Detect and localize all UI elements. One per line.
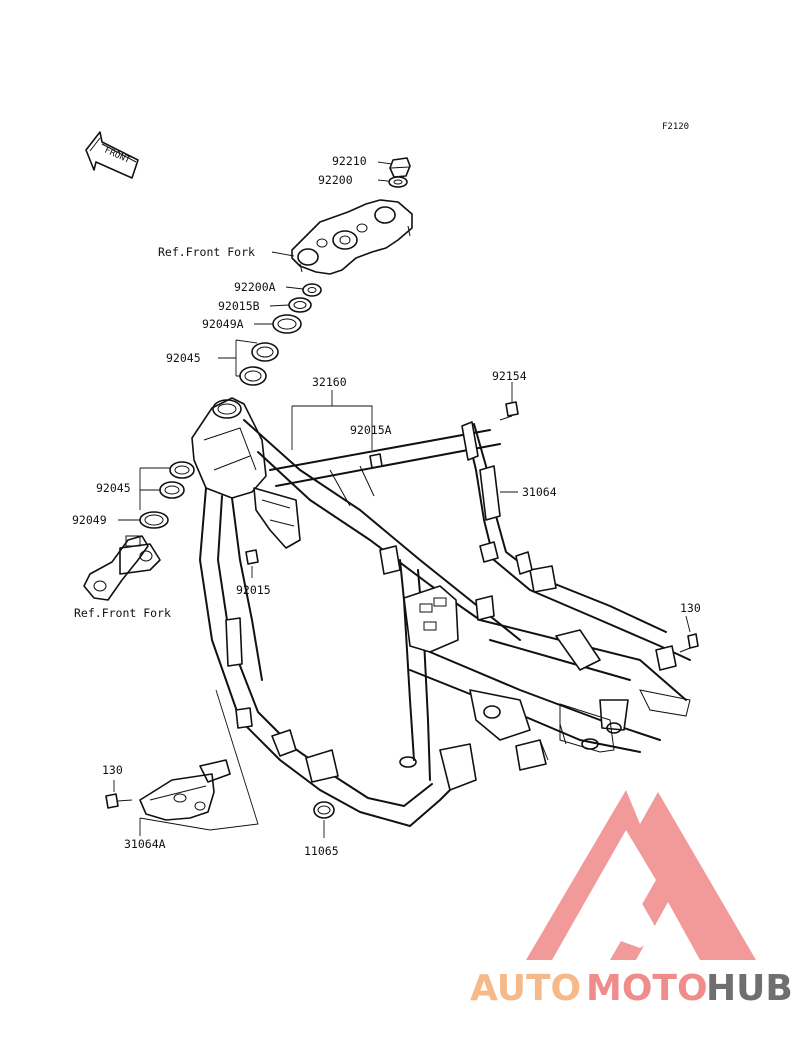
part-label-92049: 92049 (72, 513, 107, 527)
part-label-92200A: 92200A (234, 280, 276, 294)
washer-part[interactable] (388, 176, 408, 188)
part-labels: 92210 92200 Ref.Front Fork 92200A 92015B… (72, 154, 701, 858)
watermark-logo: AUTO MOTO HUB (470, 790, 793, 1009)
nut-92015A-part[interactable] (369, 453, 383, 469)
front-arrow-label: FRONT (103, 146, 132, 166)
bearing-upper-part[interactable] (239, 342, 279, 386)
grommet-part[interactable] (313, 801, 335, 819)
part-label-92045-upper: 92045 (166, 351, 201, 365)
rear-subframe-part[interactable] (461, 421, 691, 753)
nut-92015B-part[interactable] (288, 297, 312, 313)
part-label-11065: 11065 (304, 844, 339, 858)
part-label-ref-front-fork-upper: Ref.Front Fork (158, 245, 255, 259)
front-arrow-icon: FRONT (85, 131, 139, 179)
bearing-lower-part[interactable] (159, 461, 195, 499)
bolt-130-left-part[interactable] (105, 793, 133, 809)
watermark-word-auto: AUTO (470, 968, 581, 1009)
bolt-92154-part[interactable] (499, 401, 519, 421)
bolt-130-right-part[interactable] (679, 633, 699, 653)
lower-fork-bracket-part[interactable] (83, 535, 161, 601)
watermark-word-hub: HUB (706, 968, 793, 1009)
part-label-92049A: 92049A (202, 317, 244, 331)
part-label-92210: 92210 (332, 154, 367, 168)
part-label-92200: 92200 (318, 173, 353, 187)
nut-92015-part[interactable] (245, 549, 259, 565)
part-label-92015B: 92015B (218, 299, 260, 313)
main-frame-part[interactable] (191, 397, 687, 827)
part-label-130-left: 130 (102, 763, 123, 777)
part-label-31064A: 31064A (124, 837, 166, 851)
upper-bracket-part[interactable] (291, 199, 413, 275)
leader-lines (113, 161, 691, 838)
diagram-code: F2120 (662, 122, 689, 132)
watermark-word-moto: MOTO (586, 968, 708, 1009)
part-label-32160: 32160 (312, 375, 347, 389)
part-label-ref-front-fork-lower: Ref.Front Fork (74, 606, 171, 620)
stem-nut-part[interactable] (389, 157, 411, 178)
part-label-130-right: 130 (680, 601, 701, 615)
part-label-92045-lower: 92045 (96, 481, 131, 495)
nut-92200A-part[interactable] (302, 283, 322, 297)
engine-mount-bracket-part[interactable] (139, 759, 231, 821)
seal-92049-part[interactable] (139, 511, 169, 529)
part-label-92015A: 92015A (350, 423, 392, 437)
part-label-92015: 92015 (236, 583, 271, 597)
watermark-triangle-icon (526, 790, 756, 960)
seal-92049A-part[interactable] (272, 314, 302, 334)
part-label-92154: 92154 (492, 369, 527, 383)
part-label-31064: 31064 (522, 485, 557, 499)
